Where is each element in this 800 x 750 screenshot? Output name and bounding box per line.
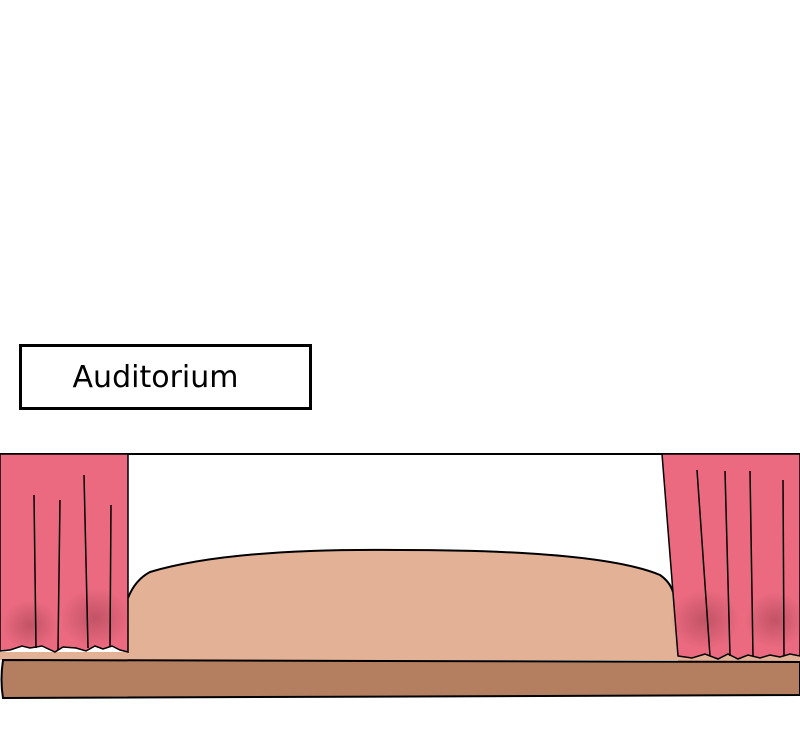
right-curtain (661, 453, 800, 660)
location-label-text: Auditorium (72, 359, 239, 395)
stage-platform (128, 549, 678, 660)
left-curtain (0, 453, 130, 653)
stage-floor (0, 658, 800, 700)
location-label: Auditorium (19, 344, 312, 410)
